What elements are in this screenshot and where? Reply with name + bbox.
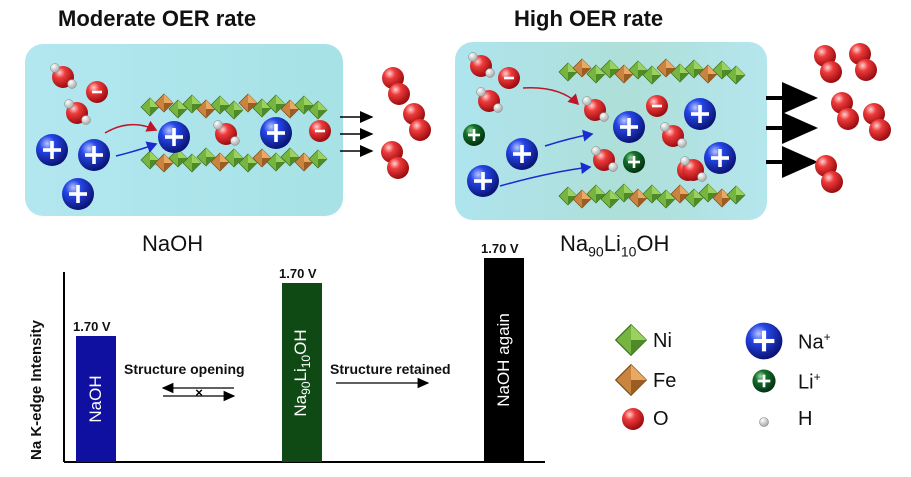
legend-symbols-left: [614, 323, 648, 430]
na-kedge-chart: ×: [63, 272, 545, 463]
bar-na90li10oh: Na90Li10OH: [282, 283, 322, 462]
legend-li: Li+: [798, 370, 821, 394]
legend-fe: Fe: [653, 370, 677, 392]
structure-retained-label: Structure retained: [330, 361, 451, 377]
orange-octahedron-icon: [614, 363, 648, 397]
structure-opening-label: Structure opening: [124, 361, 245, 377]
legend-o: O: [653, 408, 669, 430]
left-panel-title: Moderate OER rate: [58, 6, 257, 31]
left-electrolyte-label: NaOH: [142, 231, 204, 256]
bar-naoh-again-value: 1.70 V: [481, 241, 519, 256]
legend-symbols-right: [745, 322, 783, 427]
right-electrolyte-label: Na90Li10OH: [560, 231, 670, 260]
blocked-x-mark: ×: [195, 385, 203, 400]
green-plus-sphere-icon: [752, 369, 776, 393]
legend-h: H: [798, 408, 813, 430]
oer-schematic: [25, 42, 891, 220]
small-white-sphere-icon: [759, 417, 769, 427]
bar-naoh: NaOH: [76, 336, 116, 462]
legend-na: Na+: [798, 330, 831, 354]
bar-naoh-value: 1.70 V: [73, 319, 111, 334]
bar-na90li10oh-value: 1.70 V: [279, 266, 317, 281]
blue-plus-sphere-icon: [745, 322, 783, 360]
right-panel-title: High OER rate: [514, 6, 664, 31]
bar-naoh-again: NaOH again: [484, 258, 524, 462]
green-octahedron-icon: [614, 323, 648, 357]
legend-ni: Ni: [653, 330, 672, 352]
red-sphere-icon: [622, 408, 644, 430]
